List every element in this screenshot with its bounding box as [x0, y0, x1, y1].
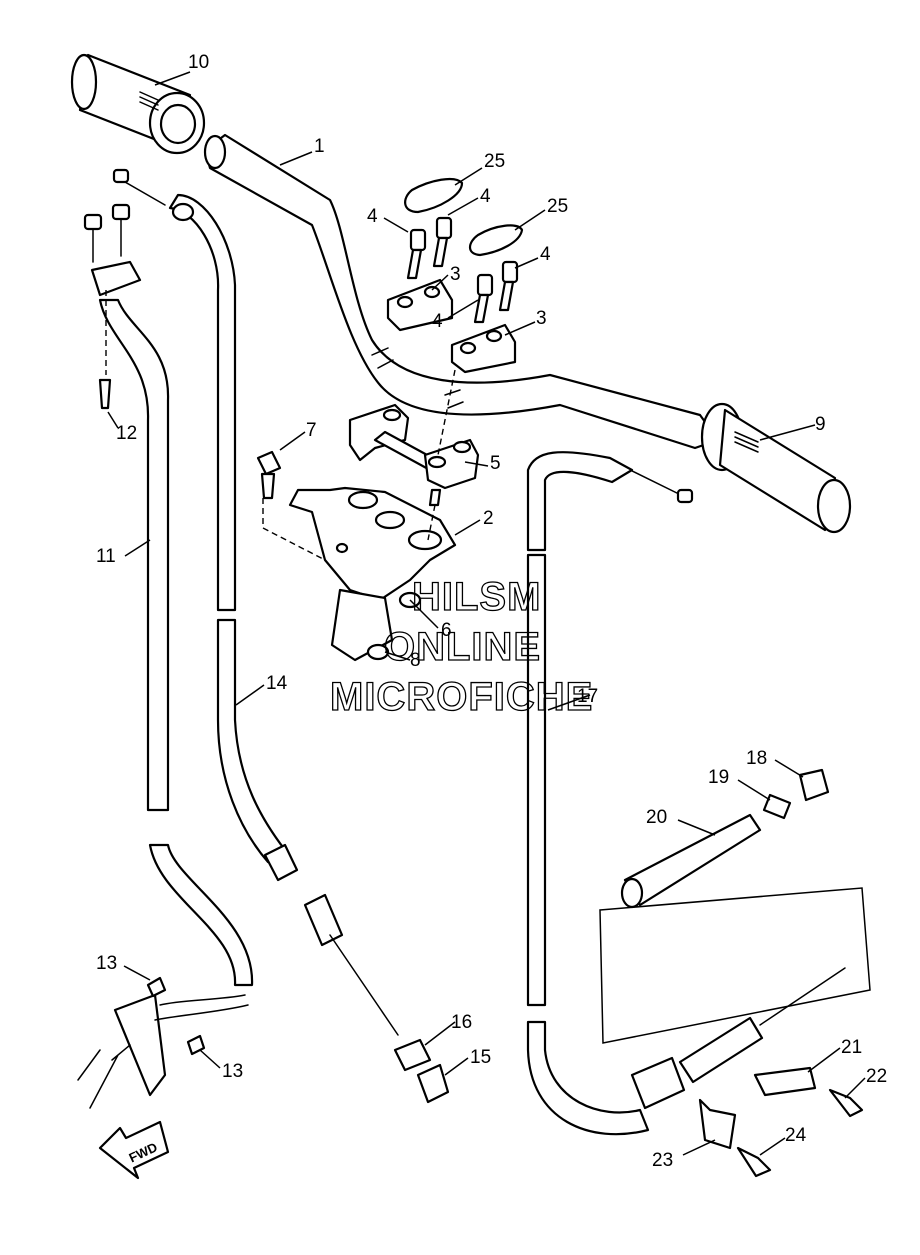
part-16 — [393, 1038, 432, 1072]
fwd-arrow-icon: FWD — [98, 1120, 170, 1180]
part-18 — [798, 768, 830, 802]
cap-left — [404, 177, 464, 214]
throttle-cable-part — [77, 203, 254, 1109]
callout-13: 13 — [96, 953, 117, 974]
callout-21: 21 — [841, 1037, 862, 1058]
callout-4: 4 — [480, 186, 491, 207]
callout-3: 3 — [450, 264, 461, 285]
part-15 — [416, 1063, 450, 1104]
cable-17-part — [526, 451, 846, 1136]
upper-holder-left — [386, 278, 454, 332]
crown-part — [288, 486, 457, 662]
callout-23: 23 — [652, 1150, 673, 1171]
callout-2: 2 — [483, 508, 494, 529]
left-grip-part — [70, 53, 206, 155]
callout-22: 22 — [866, 1066, 887, 1087]
callout-15: 15 — [470, 1047, 491, 1068]
part-19 — [762, 793, 792, 820]
callout-1: 1 — [314, 136, 325, 157]
cap-right — [468, 224, 524, 257]
callout-11: 11 — [96, 546, 116, 567]
watermark-line-1: HILSM — [412, 575, 541, 619]
callout-9: 9 — [815, 414, 826, 435]
leader-lines — [107, 71, 866, 1156]
callout-8: 8 — [410, 650, 421, 671]
callout-4: 4 — [540, 244, 551, 265]
screw-12-part — [98, 378, 112, 410]
callout-20: 20 — [646, 807, 667, 828]
right-grip-part — [700, 402, 852, 534]
callout-16: 16 — [451, 1012, 472, 1033]
clutch-cable-part — [112, 168, 399, 1036]
callout-4: 4 — [367, 206, 378, 227]
washer-part — [366, 643, 390, 661]
bracket-21-part — [753, 1066, 817, 1097]
watermark: HILSM ONLINE MICROFICHE — [329, 574, 593, 719]
callout-4: 4 — [432, 311, 443, 332]
callout-10: 10 — [188, 52, 209, 73]
callout-12: 12 — [116, 423, 137, 444]
callout-25: 25 — [547, 196, 568, 217]
callout-3: 3 — [536, 308, 547, 329]
mounting-bolt-part — [256, 450, 282, 500]
watermark-line-3: MICROFICHE — [330, 675, 593, 719]
callout-labels: 10 1 25 4 25 4 4 3 4 3 7 9 5 2 11 12 6 8… — [96, 52, 887, 1171]
upper-holder-right — [450, 323, 517, 374]
screws-13-parts — [146, 976, 206, 1056]
callout-25: 25 — [484, 151, 505, 172]
bolt-24-part — [736, 1146, 772, 1178]
callout-24: 24 — [785, 1125, 807, 1146]
callout-7: 7 — [306, 420, 317, 441]
clip-23-part — [698, 1098, 737, 1150]
callout-14: 14 — [266, 673, 288, 694]
callout-17: 17 — [577, 686, 598, 707]
bolt-22-part — [828, 1088, 864, 1118]
callout-19: 19 — [708, 767, 729, 788]
callout-5: 5 — [490, 453, 501, 474]
callout-18: 18 — [746, 748, 767, 769]
callout-13: 13 — [222, 1061, 243, 1082]
holder-bolts — [406, 216, 519, 324]
callout-6: 6 — [441, 620, 452, 641]
spring-20-part — [620, 813, 762, 909]
watermark-line-2: ONLINE — [384, 625, 541, 669]
